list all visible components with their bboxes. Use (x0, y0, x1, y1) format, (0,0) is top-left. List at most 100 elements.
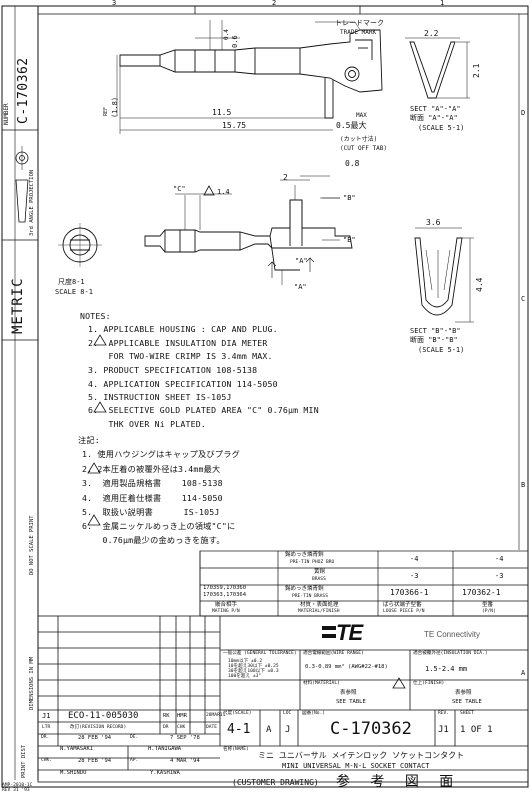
drawing-number: C-170362 (330, 719, 412, 739)
note-3: 3. PRODUCT SPECIFICATION 108-5138 (88, 365, 258, 375)
loc-value: J (285, 725, 291, 735)
end-view-jp: 尺度8-1 (58, 278, 85, 286)
pt-h-mating-jp: 嵌合相手 (215, 602, 238, 608)
de-name: H.TANIGAWA (148, 746, 182, 752)
dim-18: (1.8) (111, 96, 119, 118)
logo-bar-icon (322, 634, 336, 638)
jp-note-3: 3. 適用製品規格書 108-5138 (82, 478, 223, 488)
rev-date: 28MAR11 (206, 713, 226, 718)
ap-name: Y.KASHIWA (150, 770, 180, 776)
trade-mark: TRADE MARK (340, 29, 377, 36)
rev-h-chk: CHK (177, 725, 186, 730)
chk-name: M.SHINDO (60, 770, 87, 776)
pt-h-pn-jp: 型番 (482, 602, 494, 608)
grid-col-1: 1 (440, 0, 445, 7)
pt-row3-mat: 錫めっき燐青銅 (285, 586, 324, 592)
pt-h-loose-jp: ばら状端子型番 (383, 602, 422, 608)
rev-h-record: 改訂(REVISION RECORD) (70, 725, 127, 730)
jp-note-5: 5. 取扱い説明書 IS-105J (82, 507, 220, 517)
cut-off-tab: (CUT OFF TAB) (340, 145, 387, 152)
dim-a2: "A" (295, 257, 308, 265)
rev-ltr: J1 (42, 712, 51, 720)
rev-value: J1 (438, 725, 449, 735)
jp-note-6: 6. 金属ニッケルめっき上の領域"C"に (82, 521, 236, 531)
te-logo: TE (336, 620, 363, 645)
note-6b: THK OVER Ni PLATED. (88, 419, 206, 429)
finish-value: 表参照 (455, 690, 472, 696)
name-jp: ミニ ユニバーサル メイテンロック ソケットコンタクト (258, 751, 465, 760)
dim-2: 2 (283, 173, 288, 182)
chk-label: CHK. (41, 758, 53, 763)
reference-drawing-jp: 参 考 図 面 (336, 774, 460, 790)
tol-3: 30を超え100以下 ±0.3 (228, 669, 279, 674)
metric-label: METRIC (10, 277, 26, 334)
customer-drawing: (CUSTOMER DRAWING) (232, 778, 319, 787)
pt-pn: 170362-1 (462, 588, 501, 597)
dim-05: 0.5最大 (336, 121, 367, 130)
grid-row-a: A (521, 669, 526, 677)
scale-51a: (SCALE 5-1) (418, 124, 465, 132)
sheet-value: 1 OF 1 (460, 725, 493, 735)
dim-36: 3.6 (426, 218, 441, 227)
grid-col-3: 3 (112, 0, 117, 7)
note-5: 5. INSTRUCTION SHEET IS-105J (88, 392, 232, 402)
note-4: 4. APPLICATION SPECIFICATION 114-5050 (88, 379, 278, 389)
scale-value: 4-1 (227, 722, 251, 737)
dim-115: 11.5 (212, 108, 232, 117)
print-note: DO NOT SCALE PRINT (29, 515, 35, 575)
scale-51b: (SCALE 5-1) (418, 346, 465, 354)
dims-note: DIMENSIONS IN MM (29, 657, 35, 710)
logo-bar-icon (322, 626, 336, 630)
grid-row-b: B (521, 481, 526, 489)
dr-label: DR. (41, 735, 50, 740)
rev-chk: HMR (177, 713, 187, 719)
dim-ref: REF (103, 106, 109, 116)
end-scale: SCALE 8-1 (55, 288, 93, 296)
dim-14: 1.4 (217, 188, 230, 196)
cut-jp: (カット寸法) (340, 136, 378, 143)
dim-22: 2.2 (424, 29, 439, 38)
dim-06: 0.6 (231, 35, 239, 48)
finish-see: SEE TABLE (452, 699, 482, 705)
jp-note-2: 2. 2本圧着の被覆外径は3.4mm最大 (82, 464, 221, 474)
grid-row-d: D (521, 109, 526, 117)
dim-08: 0.8 (345, 159, 360, 168)
tol-4: 100を超え ±3° (228, 674, 262, 679)
note-1: 1. APPLICABLE HOUSING : CAP AND PLUG. (88, 324, 278, 334)
pt-row1-dash2: -4 (495, 555, 504, 563)
number-label: NUMBER (3, 103, 10, 125)
dr-name: N.YAMASAKI (60, 746, 94, 752)
trade-mark-jp: トレードマーク (335, 19, 384, 27)
chk-date: 28 FEB '94 (78, 758, 112, 764)
sect-bb-jp: 断面 "B"-"B" (410, 336, 458, 344)
te-connectivity: TE Connectivity (424, 630, 481, 639)
pt-loose: 170366-1 (390, 588, 429, 597)
tol-2: 10を超え30以下 ±0.25 (228, 664, 279, 669)
material-value: 表参照 (340, 690, 357, 696)
jp-notes-header: 注記: (78, 435, 100, 445)
pt-row2-mat: 黄銅 (314, 569, 326, 575)
rev-h-dr: DR (163, 725, 169, 730)
finish-label: 仕上(FINISH) (413, 681, 445, 686)
jp-note-6b: 0.76μm最少の金めっきを施す。 (82, 535, 225, 545)
sheet-label: SHEET (460, 711, 474, 716)
pt-row1-mat2: PRE-TIN PHOZ BRO (290, 560, 335, 565)
rev-label: REV. (438, 711, 450, 716)
grid-col-2: 2 (272, 0, 277, 7)
dim-1575: 15.75 (222, 121, 247, 130)
wire-label: 適合電線範囲(WIRE RANGE) (303, 651, 364, 656)
material-see: SEE TABLE (336, 699, 366, 705)
pt-mating-2: 170363,170364 (203, 592, 247, 598)
projection-label: 3rd ANGLE PROJECTION (29, 169, 35, 236)
size-value: A (266, 725, 272, 735)
scale-label: 尺度(SCALE) (223, 711, 252, 716)
note-6: 6. SELECTIVE GOLD PLATED AREA "C" 0.76μm… (88, 405, 319, 415)
rev-dr: RK (163, 713, 170, 719)
de-label: DE. (130, 735, 139, 740)
insul-label: 適合被覆外径(INSULATION DIA.) (413, 651, 488, 656)
note-2b: FOR TWO-WIRE CRIMP IS 3.4mm MAX. (88, 351, 273, 361)
dwg-label: 図番(No.) (302, 711, 326, 716)
pt-h-material-jp: 材質・表面処理 (300, 602, 339, 608)
pt-h-loose: LOOSE PIECE P/N (383, 609, 425, 614)
